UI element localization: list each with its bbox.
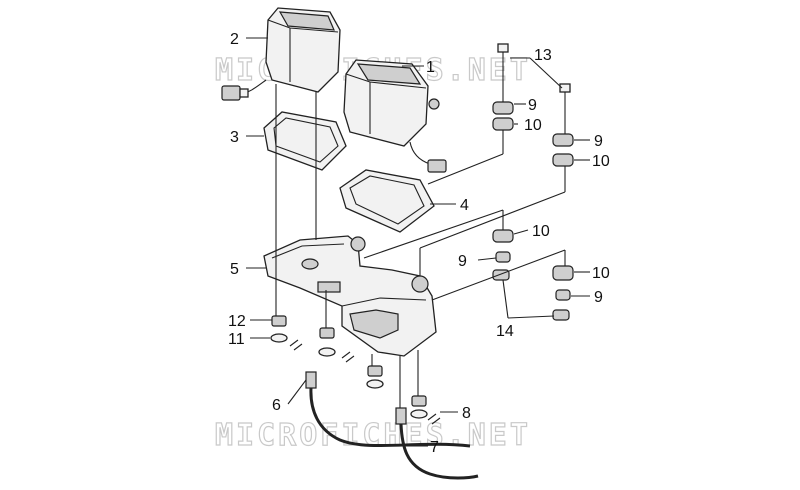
callout-13: 13 — [534, 47, 552, 64]
leader-lines — [246, 37, 590, 447]
watermark-bottom: MICROFICHES.NET — [215, 418, 531, 453]
callout-12: 12 — [228, 313, 246, 330]
callout-9a: 9 — [528, 97, 537, 114]
callout-10b: 10 — [592, 153, 610, 170]
callout-4: 4 — [460, 197, 469, 214]
callout-11: 11 — [228, 331, 245, 348]
callout-9b: 9 — [594, 133, 603, 150]
part-2-left-instrument-housing — [221, 7, 341, 101]
callout-9d: 9 — [594, 289, 603, 306]
callout-3: 3 — [230, 129, 239, 146]
callout-10d: 10 — [592, 265, 610, 282]
callout-10c: 10 — [532, 223, 550, 240]
callout-2: 2 — [230, 31, 239, 48]
callout-5: 5 — [230, 261, 239, 278]
callout-9c: 9 — [458, 253, 467, 270]
callout-1: 1 — [426, 59, 435, 76]
hardware-grommets-and-bolts — [492, 43, 574, 321]
part-1-right-instrument-housing — [343, 59, 447, 173]
callout-6: 6 — [272, 397, 281, 414]
part-5-mounting-bracket — [263, 235, 437, 357]
part-7-tachometer-cable — [395, 407, 479, 480]
callout-8: 8 — [462, 405, 471, 422]
callout-7: 7 — [430, 439, 439, 456]
callout-10a: 10 — [524, 117, 542, 134]
callout-labels: 2 1 3 4 5 12 11 6 7 8 13 9 10 9 10 10 9 … — [228, 31, 610, 456]
part-4-right-gasket — [339, 169, 435, 233]
hardware-nuts-and-washers — [270, 315, 441, 425]
callout-14: 14 — [496, 323, 514, 340]
part-3-left-gasket — [263, 111, 347, 171]
